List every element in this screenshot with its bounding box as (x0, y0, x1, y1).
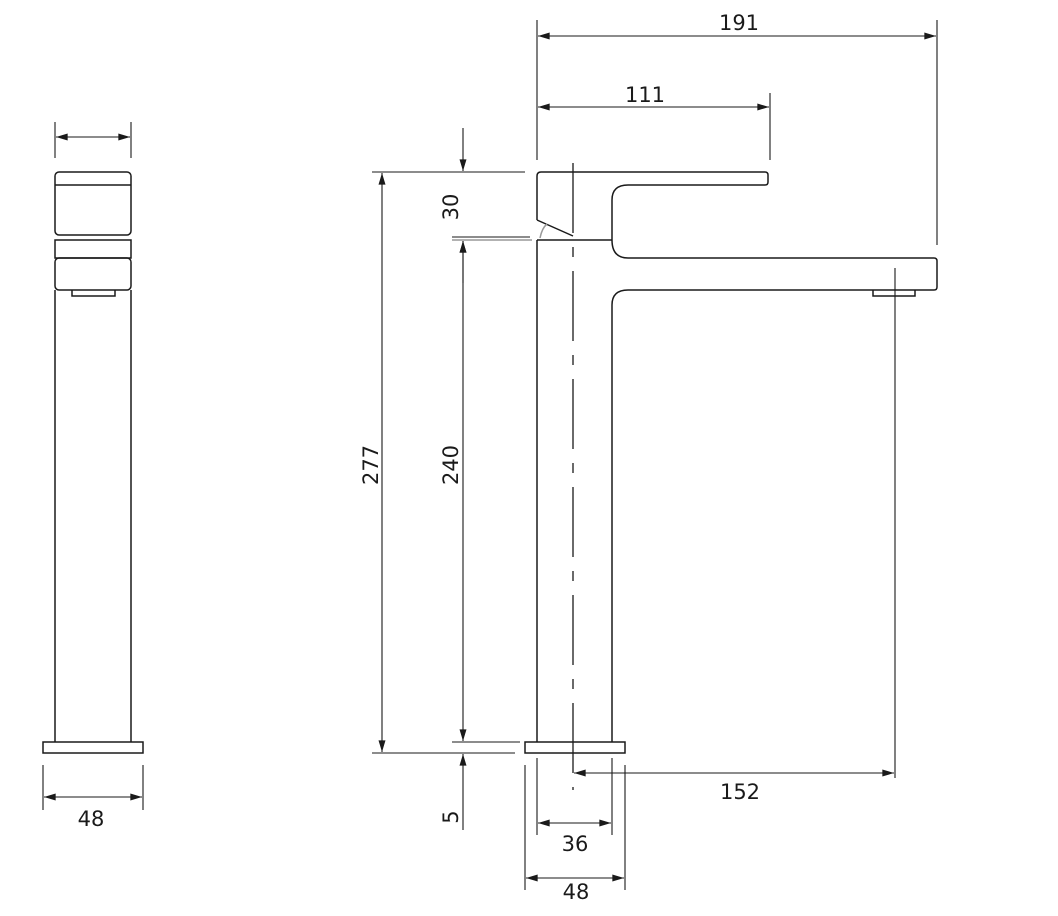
aerator (872, 290, 916, 297)
lever-height-label: 30 (439, 194, 463, 221)
lever-outline (536, 171, 769, 240)
body-height-label: 240 (439, 445, 463, 485)
base-thickness-label: 5 (439, 810, 463, 823)
side-base-plate (42, 741, 144, 754)
front-dimensions: 191 111 277 30 240 5 152 36 (359, 11, 938, 904)
spout-projection-label: 152 (720, 780, 760, 804)
front-view (524, 163, 938, 790)
side-view: 48 (42, 122, 144, 831)
lever-length-label: 111 (625, 83, 665, 107)
overall-reach-label: 191 (719, 11, 759, 35)
spout-outline (611, 239, 938, 742)
front-base-plate (524, 741, 626, 754)
total-height-label: 277 (359, 445, 383, 485)
body-width-label: 36 (562, 832, 589, 856)
side-base-width-label: 48 (78, 807, 105, 831)
front-base-width-label: 48 (563, 880, 590, 904)
